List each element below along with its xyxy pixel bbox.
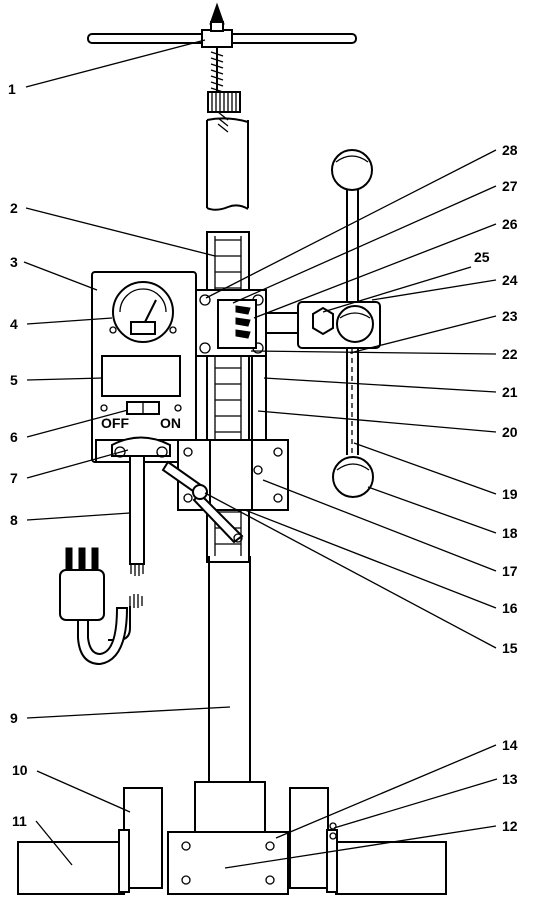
main-column (208, 556, 251, 790)
callout-11: 11 (12, 813, 27, 829)
leader-lines (23, 39, 498, 869)
callout-23: 23 (502, 308, 518, 324)
t-handle-screw (87, 2, 357, 133)
callout-21: 21 (502, 384, 518, 400)
callout-5: 5 (10, 372, 18, 388)
base-assembly (17, 781, 447, 895)
callout-4: 4 (10, 316, 18, 332)
callout-19: 19 (502, 486, 518, 502)
power-cord (59, 455, 145, 666)
callout-18: 18 (502, 525, 518, 541)
control-box: OFF ON (91, 271, 197, 463)
slide-block (161, 439, 289, 544)
callout-6: 6 (10, 429, 18, 445)
callout-10: 10 (12, 762, 28, 778)
switch-on-label: ON (160, 415, 181, 431)
callout-13: 13 (502, 771, 518, 787)
upper-tube (206, 117, 249, 211)
callout-26: 26 (502, 216, 518, 232)
switch-off-label: OFF (101, 415, 129, 431)
callout-25: 25 (474, 249, 490, 265)
callout-8: 8 (10, 512, 18, 528)
pinion-housing (195, 289, 299, 357)
callout-24: 24 (502, 272, 518, 288)
callout-labels: 1 2 3 4 5 6 7 8 9 10 11 12 13 14 15 16 1… (8, 81, 518, 834)
callout-3: 3 (10, 254, 18, 270)
callout-17: 17 (502, 563, 518, 579)
callout-20: 20 (502, 424, 518, 440)
callout-9: 9 (10, 710, 18, 726)
lever-arm (297, 149, 381, 498)
callout-7: 7 (10, 470, 18, 486)
callout-28: 28 (502, 142, 518, 158)
callout-2: 2 (10, 200, 18, 216)
callout-15: 15 (502, 640, 518, 656)
callout-14: 14 (502, 737, 518, 753)
callout-1: 1 (8, 81, 16, 97)
callout-27: 27 (502, 178, 518, 194)
callout-16: 16 (502, 600, 518, 616)
callout-22: 22 (502, 346, 518, 362)
callout-12: 12 (502, 818, 518, 834)
